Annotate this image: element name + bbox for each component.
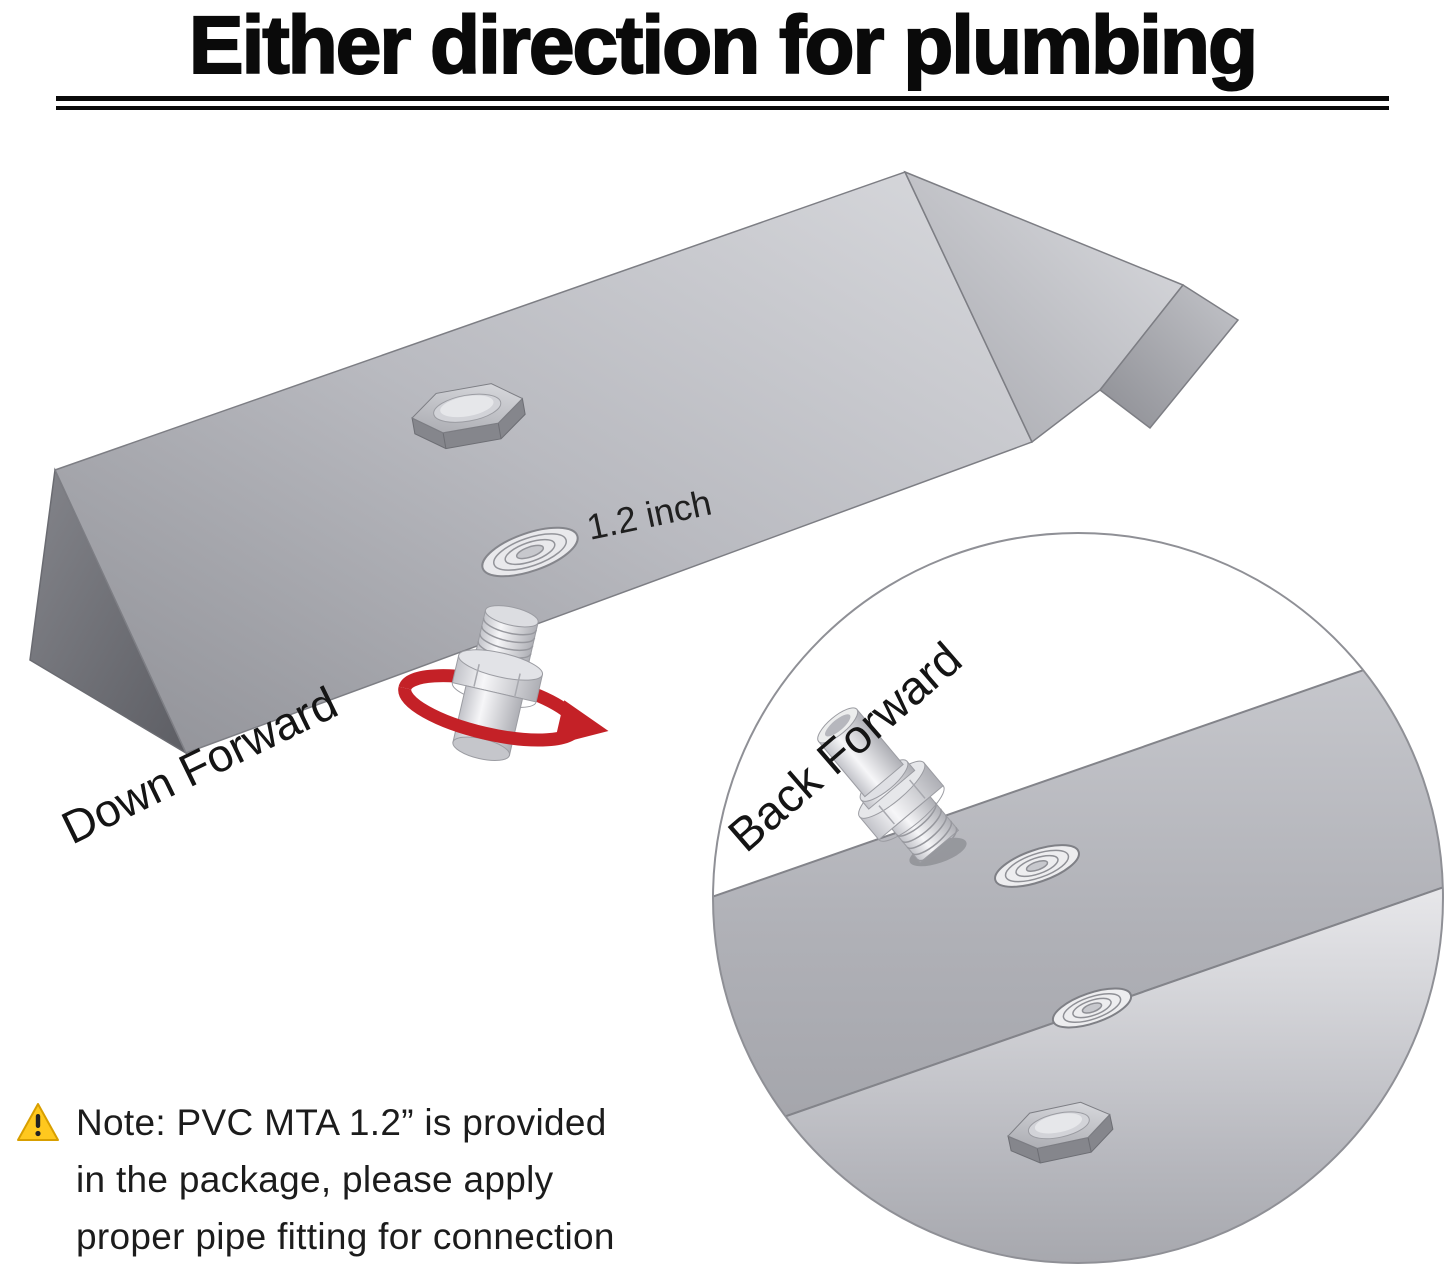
note-section: Note: PVC MTA 1.2” is provided in the pa…	[16, 1094, 615, 1265]
rotation-arrow-icon	[398, 686, 609, 747]
title-underline-bottom	[56, 106, 1389, 111]
note-line-1: Note: PVC MTA 1.2” is provided	[76, 1102, 607, 1143]
bracket-flange-lip	[1098, 284, 1240, 430]
inset-pipe-fitting	[817, 707, 960, 864]
inset-top-face	[713, 631, 1443, 1169]
inset-circle-border	[712, 532, 1444, 1264]
page-title: Either direction for plumbing	[188, 0, 1259, 91]
note-line-3: proper pipe fitting for connection	[76, 1216, 615, 1257]
inset-hole-1	[994, 844, 1080, 888]
inset-detail: Back Forward	[712, 532, 1444, 1264]
inset-hex-plug	[1007, 1101, 1114, 1164]
warning-icon	[17, 1103, 59, 1141]
hex-plug	[411, 383, 526, 450]
inset-fitting-threads	[896, 802, 958, 862]
title-bar: Either direction for plumbing	[0, 0, 1445, 111]
threaded-hole	[481, 526, 579, 578]
pipe-fitting	[451, 605, 544, 761]
inset-front-face	[713, 876, 1443, 1263]
note-text: Note: PVC MTA 1.2” is provided in the pa…	[76, 1094, 615, 1265]
title-underline-top	[56, 96, 1389, 102]
inset-hole-2	[1051, 987, 1133, 1029]
bracket-3d	[29, 170, 1240, 755]
note-line-2: in the package, please apply	[76, 1159, 554, 1200]
